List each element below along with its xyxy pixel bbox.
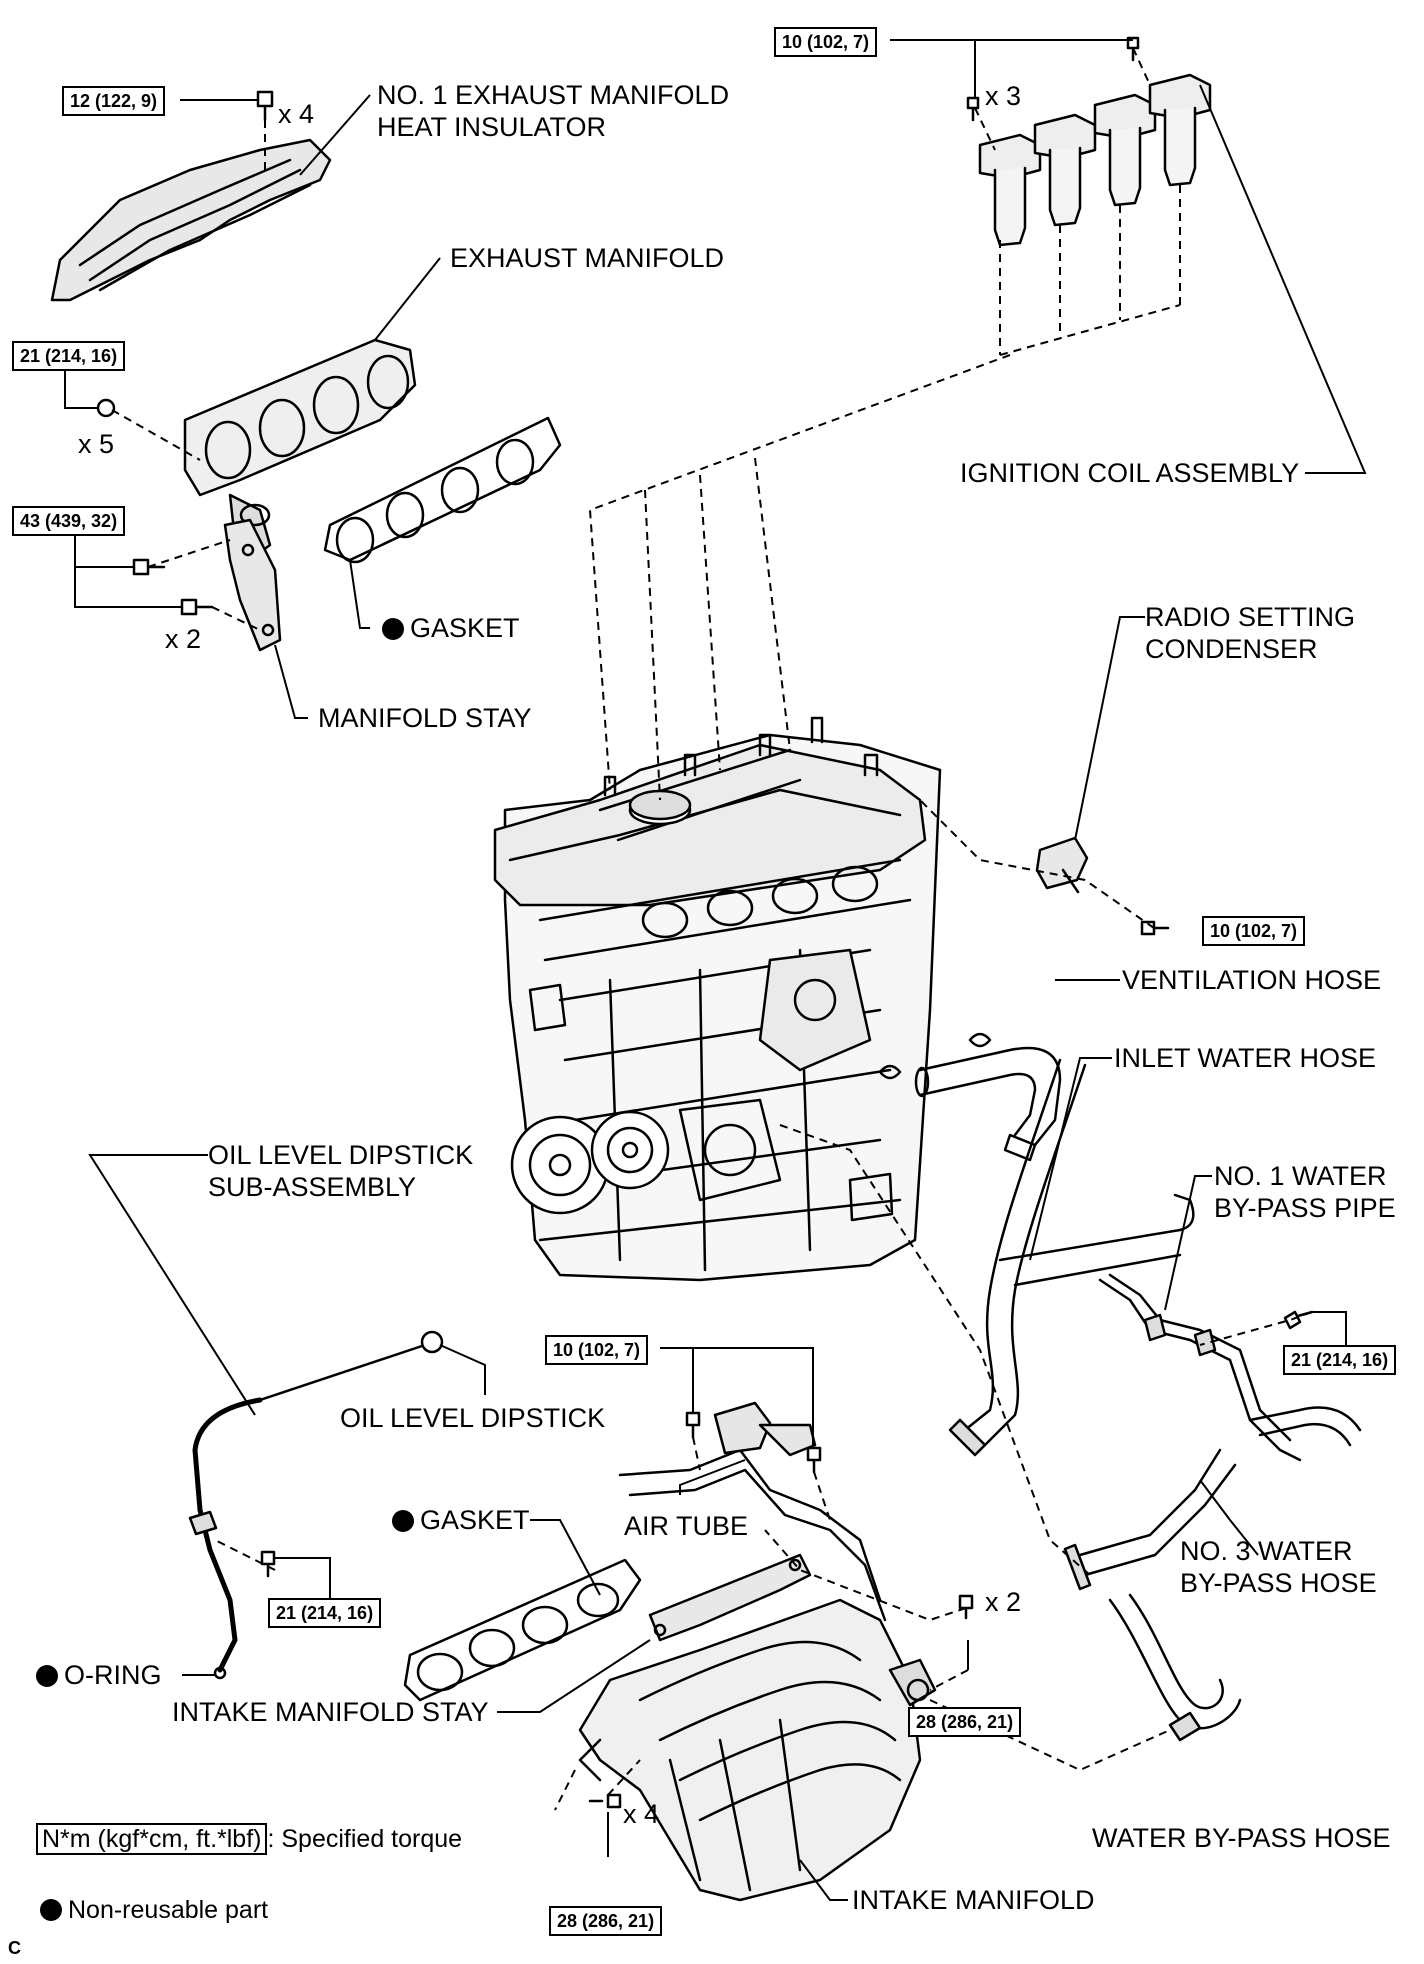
qty-coil-bolts: x 3	[985, 81, 1022, 111]
exhaust-gasket	[323, 416, 562, 564]
label-ventilation-hose: VENTILATION HOSE	[1122, 965, 1382, 995]
torque-spec-air-tube: 10 (102, 7)	[545, 1335, 649, 1365]
torque-spec-manifold-nut: 21 (214, 16)	[12, 341, 126, 371]
label-water-bypass-hose: WATER BY-PASS HOSE	[1092, 1823, 1391, 1853]
label-text: RADIO SETTING	[1145, 602, 1356, 632]
label-no1-water-bypass-pipe: NO. 1 WATER BY-PASS PIPE	[1214, 1160, 1396, 1224]
torque-spec-dipstick: 21 (214, 16)	[268, 1598, 382, 1628]
label-intake-manifold: INTAKE MANIFOLD	[852, 1885, 1095, 1915]
label-text: OIL LEVEL DIPSTICK	[208, 1140, 474, 1170]
exhaust-heat-insulator	[50, 138, 332, 302]
qty-manifold-nuts: x 5	[78, 429, 115, 459]
torque-spec-intake-stay: 28 (286, 21)	[908, 1707, 1022, 1737]
label-text: GASKET	[410, 613, 520, 643]
intake-gasket	[403, 1558, 642, 1702]
label-text: GASKET	[420, 1505, 530, 1535]
label-radio-setting-condenser: RADIO SETTING CONDENSER	[1145, 601, 1355, 665]
label-exhaust-gasket: GASKET	[382, 612, 520, 644]
nonreusable-dot-icon	[40, 1899, 62, 1921]
qty-intake-stay-nuts: x 2	[985, 1587, 1022, 1617]
qty-intake-bolts: x 4	[623, 1799, 660, 1829]
label-no3-water-bypass-hose: NO. 3 WATER BY-PASS HOSE	[1180, 1535, 1377, 1599]
label-air-tube: AIR TUBE	[624, 1511, 749, 1541]
ventilation-hose	[914, 1046, 1062, 1162]
label-text: BY-PASS PIPE	[1214, 1193, 1396, 1223]
water-bypass-hose	[1108, 1593, 1242, 1742]
label-manifold-stay: MANIFOLD STAY	[318, 703, 532, 733]
torque-spec-intake: 28 (286, 21)	[549, 1906, 663, 1936]
label-inlet-water-hose: INLET WATER HOSE	[1114, 1043, 1377, 1073]
manifold-stay	[223, 518, 282, 652]
label-exhaust-manifold: EXHAUST MANIFOLD	[450, 243, 725, 273]
intake-manifold	[578, 1598, 937, 1902]
label-text: HEAT INSULATOR	[377, 112, 607, 142]
radio-condenser	[1035, 836, 1089, 894]
inlet-water-hose	[948, 1058, 1195, 1457]
nonreusable-dot-icon	[392, 1510, 414, 1532]
label-exhaust-heat-insulator: NO. 1 EXHAUST MANIFOLD HEAT INSULATOR	[377, 79, 729, 143]
label-text: CONDENSER	[1145, 634, 1318, 664]
ignition-coils	[978, 73, 1212, 247]
legend-torque-text: : Specified torque	[267, 1825, 463, 1853]
air-tube	[618, 1401, 887, 1622]
label-oil-level-dipstick: OIL LEVEL DIPSTICK	[340, 1403, 606, 1433]
label-text: NO. 3 WATER	[1180, 1536, 1353, 1566]
nonreusable-dot-icon	[36, 1665, 58, 1687]
qty-stay-bolts: x 2	[165, 624, 202, 654]
legend-nonreusable-text: Non-reusable part	[68, 1896, 269, 1924]
qty-insulator-bolts: x 4	[278, 99, 315, 129]
torque-spec-coil: 10 (102, 7)	[774, 27, 878, 57]
intake-manifold-stay	[648, 1553, 812, 1642]
label-text: NO. 1 WATER	[1214, 1161, 1387, 1191]
label-text: SUB-ASSEMBLY	[208, 1172, 417, 1202]
label-ignition-coil-assembly: IGNITION COIL ASSEMBLY	[960, 458, 1300, 488]
label-intake-manifold-stay: INTAKE MANIFOLD STAY	[172, 1697, 489, 1727]
nonreusable-dot-icon	[382, 618, 404, 640]
engine-assembly	[493, 716, 942, 1282]
corner-code: C	[8, 1938, 21, 1958]
label-text: NO. 1 EXHAUST MANIFOLD	[377, 80, 730, 110]
oil-level-dipstick	[188, 1330, 444, 1680]
label-o-ring: O-RING	[36, 1659, 162, 1691]
torque-spec-bypass-pipe: 21 (214, 16)	[1283, 1345, 1397, 1375]
torque-spec-manifold-stay: 43 (439, 32)	[12, 506, 126, 536]
legend-torque: N*m (kgf*cm, ft.*lbf): Specified torque	[36, 1823, 462, 1855]
torque-spec-insulator: 12 (122, 9)	[62, 86, 166, 116]
label-intake-gasket: GASKET	[392, 1504, 530, 1536]
no3-water-bypass-hose	[1063, 1448, 1237, 1591]
label-oil-level-dipstick-sub-assembly: OIL LEVEL DIPSTICK SUB-ASSEMBLY	[208, 1139, 473, 1203]
legend-nonreusable: Non-reusable part	[40, 1894, 268, 1926]
label-text: BY-PASS HOSE	[1180, 1568, 1377, 1598]
label-text: O-RING	[64, 1660, 162, 1690]
water-bypass-pipe	[1098, 1273, 1362, 1462]
legend-torque-unit: N*m (kgf*cm, ft.*lbf)	[36, 1823, 268, 1855]
torque-spec-condenser: 10 (102, 7)	[1202, 916, 1306, 946]
